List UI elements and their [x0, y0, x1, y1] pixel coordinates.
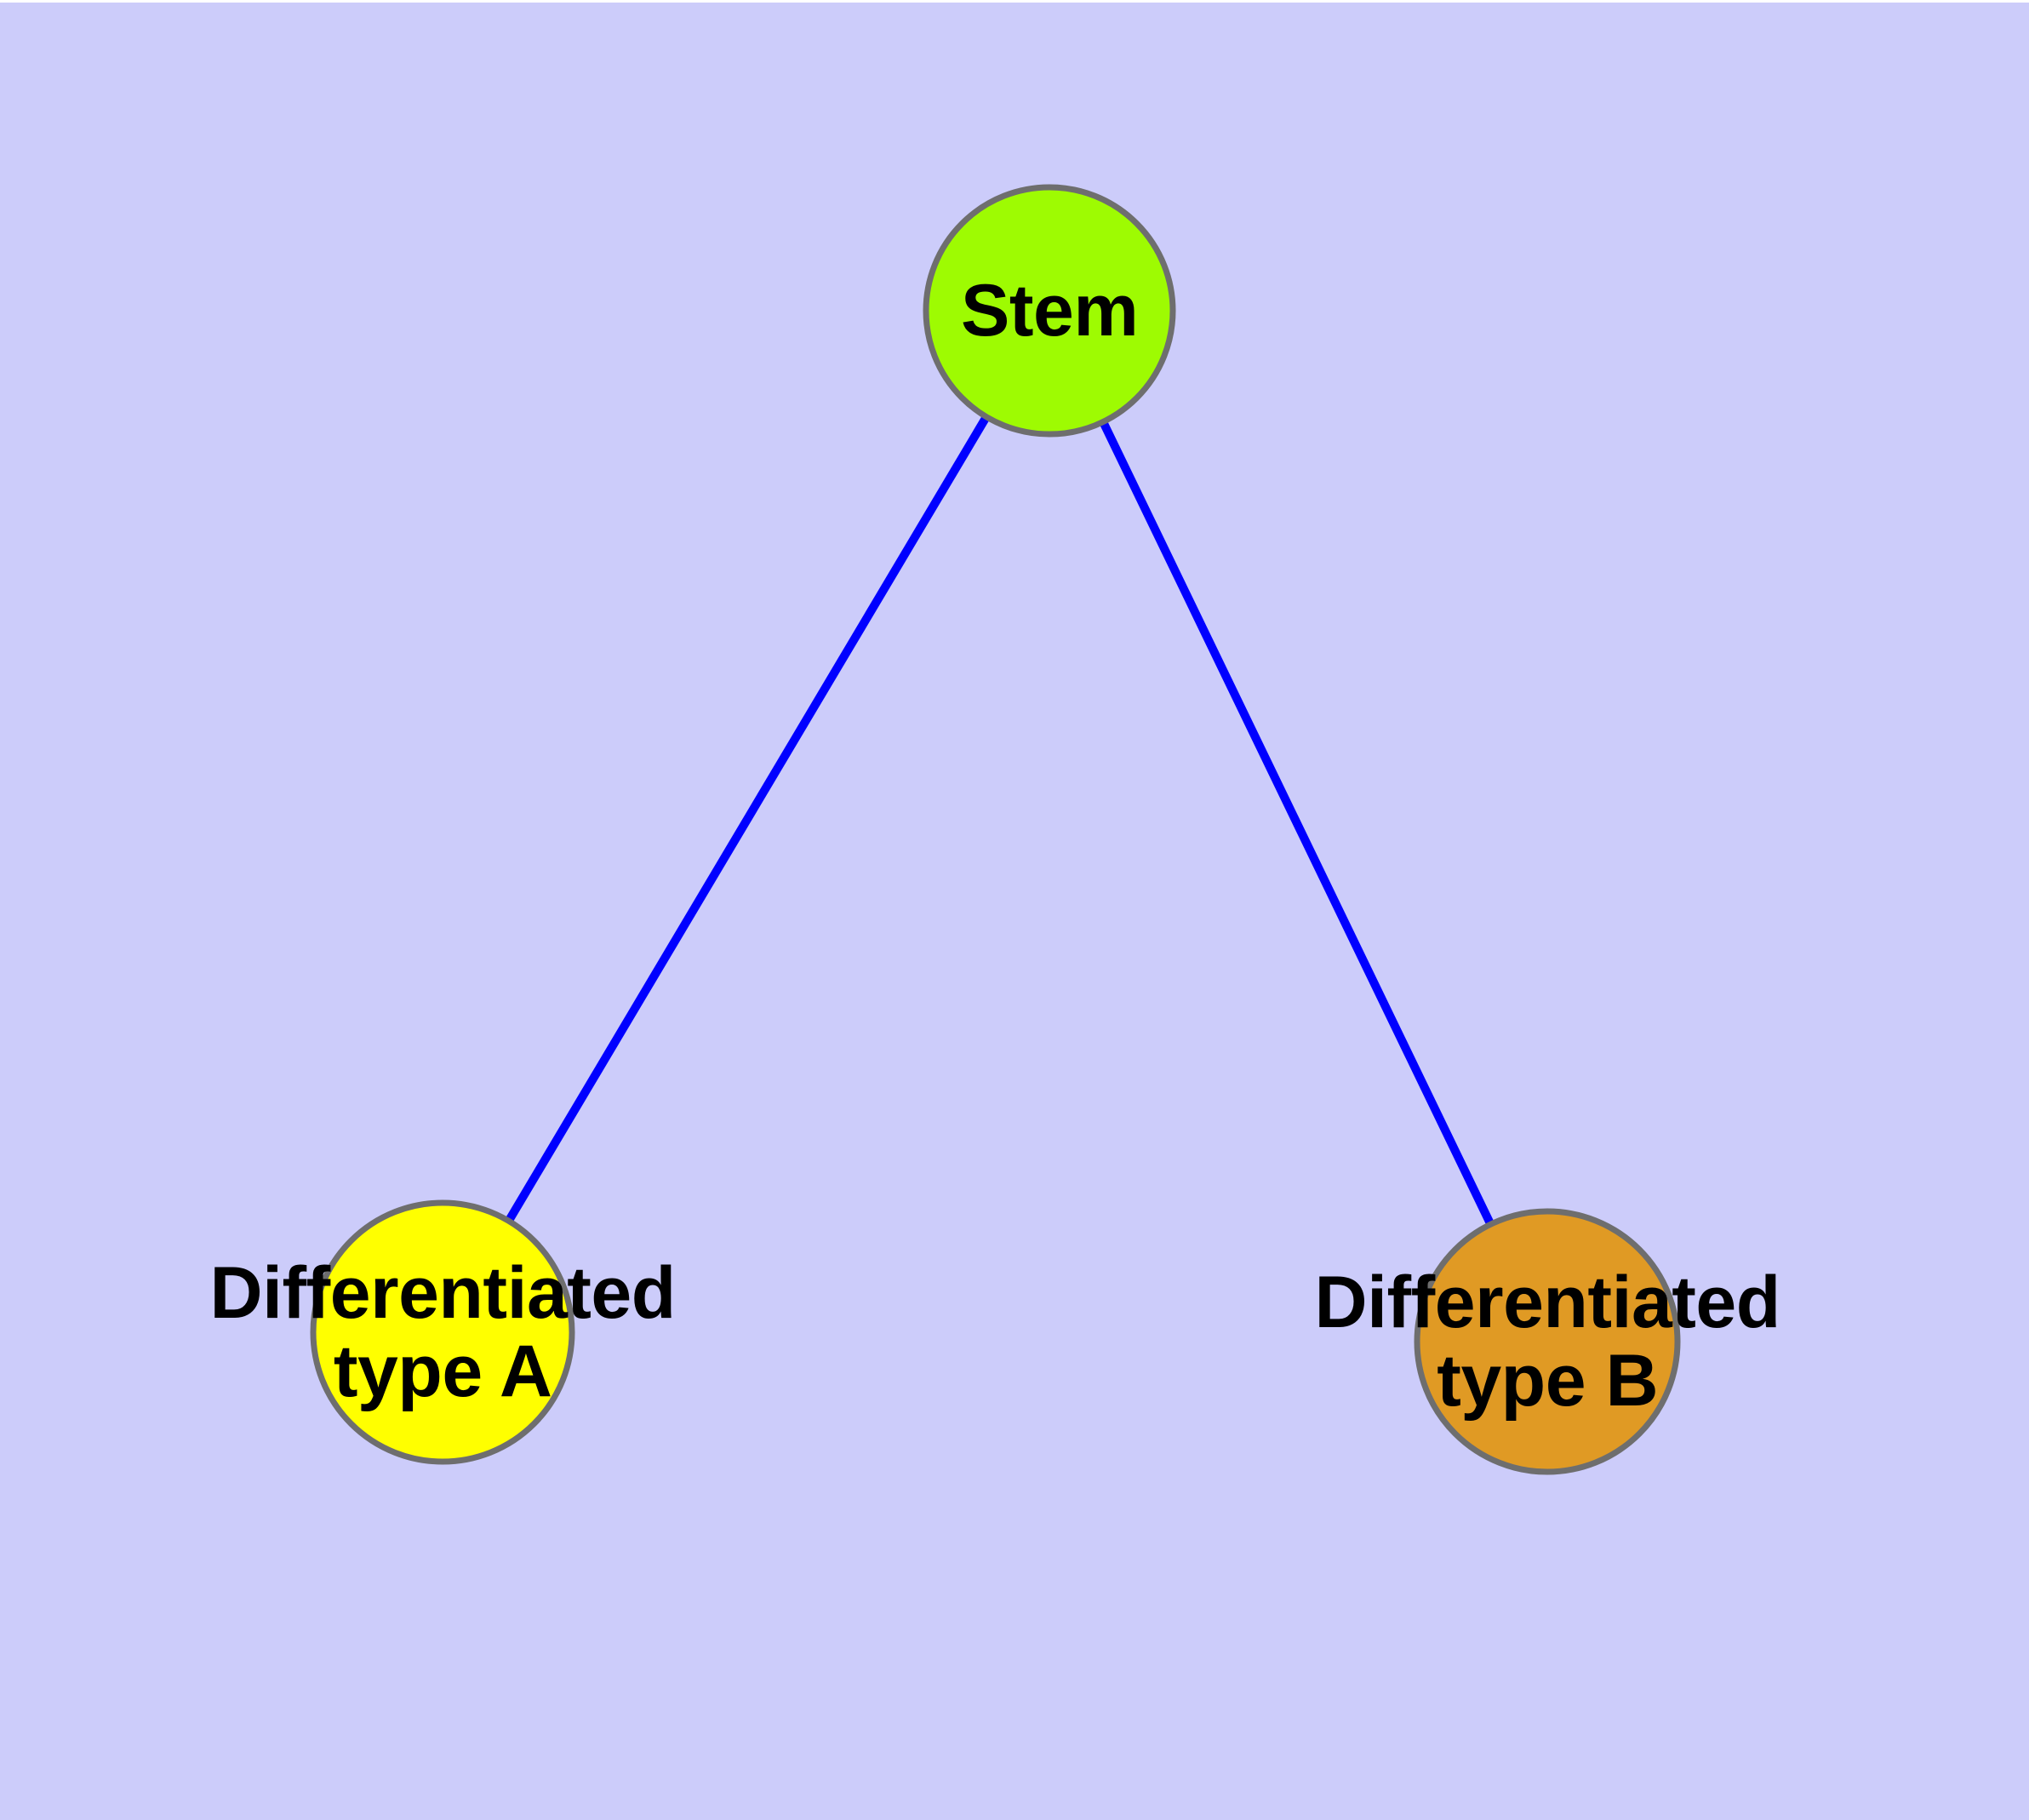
edge-stem-to-type-a[interactable]: [438, 308, 1054, 1335]
node-differentiated-type-b[interactable]: [1414, 1208, 1681, 1475]
edge-stem-to-type-b[interactable]: [1045, 308, 1552, 1344]
node-stem[interactable]: [923, 184, 1176, 438]
node-layer: [310, 184, 1681, 1475]
edge-layer: [438, 308, 1552, 1344]
node-differentiated-type-a[interactable]: [310, 1199, 575, 1465]
